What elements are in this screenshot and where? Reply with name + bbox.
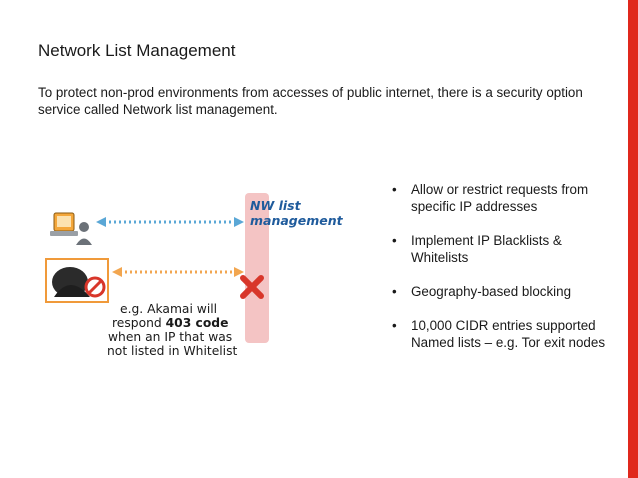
barrier-label-line2: management — [250, 213, 344, 228]
blocked-arrow — [112, 267, 244, 277]
computer-user-icon — [50, 212, 92, 245]
feature-text: Geography-based blocking — [411, 284, 572, 299]
bullet-mark: • — [392, 182, 397, 197]
accent-bar — [628, 0, 638, 478]
feature-item: • Implement IP Blacklists & Whitelists — [392, 232, 624, 266]
feature-text: 10,000 CIDR entries supported — [411, 318, 596, 333]
block-x-icon — [240, 275, 264, 299]
bullet-mark: • — [392, 318, 397, 333]
caption-line2-prefix: respond — [112, 316, 166, 330]
bullet-mark: • — [392, 233, 397, 248]
caption-line1: e.g. Akamai will — [120, 302, 217, 316]
barrier-pillar — [245, 193, 269, 343]
caption-line3: when an IP that was — [108, 330, 232, 344]
network-diagram: NW list management — [45, 193, 344, 358]
feature-list: • Allow or restrict requests from specif… — [392, 181, 624, 368]
prohibited-icon — [84, 276, 106, 298]
feature-text: Implement IP Blacklists & — [411, 233, 562, 248]
bullet-mark: • — [392, 284, 397, 299]
intro-paragraph: To protect non-prod environments from ac… — [38, 85, 583, 117]
feature-text: Named lists – e.g. Tor exit nodes — [411, 335, 606, 350]
allowed-arrow — [96, 217, 244, 227]
caption-line2: respond 403 code — [112, 316, 228, 330]
slide-title: Network List Management — [38, 41, 236, 60]
feature-text: Allow or restrict requests from — [411, 182, 589, 197]
feature-item: • Geography-based blocking — [392, 283, 624, 300]
feature-item: • 10,000 CIDR entries supported Named li… — [392, 317, 624, 351]
feature-text: Whitelists — [411, 250, 469, 265]
feature-text: specific IP addresses — [411, 199, 538, 214]
feature-item: • Allow or restrict requests from specif… — [392, 181, 624, 215]
caption-line4: not listed in Whitelist — [107, 344, 238, 358]
barrier-label-line1: NW list — [250, 198, 302, 213]
caption-line2-bold: 403 code — [166, 316, 229, 330]
